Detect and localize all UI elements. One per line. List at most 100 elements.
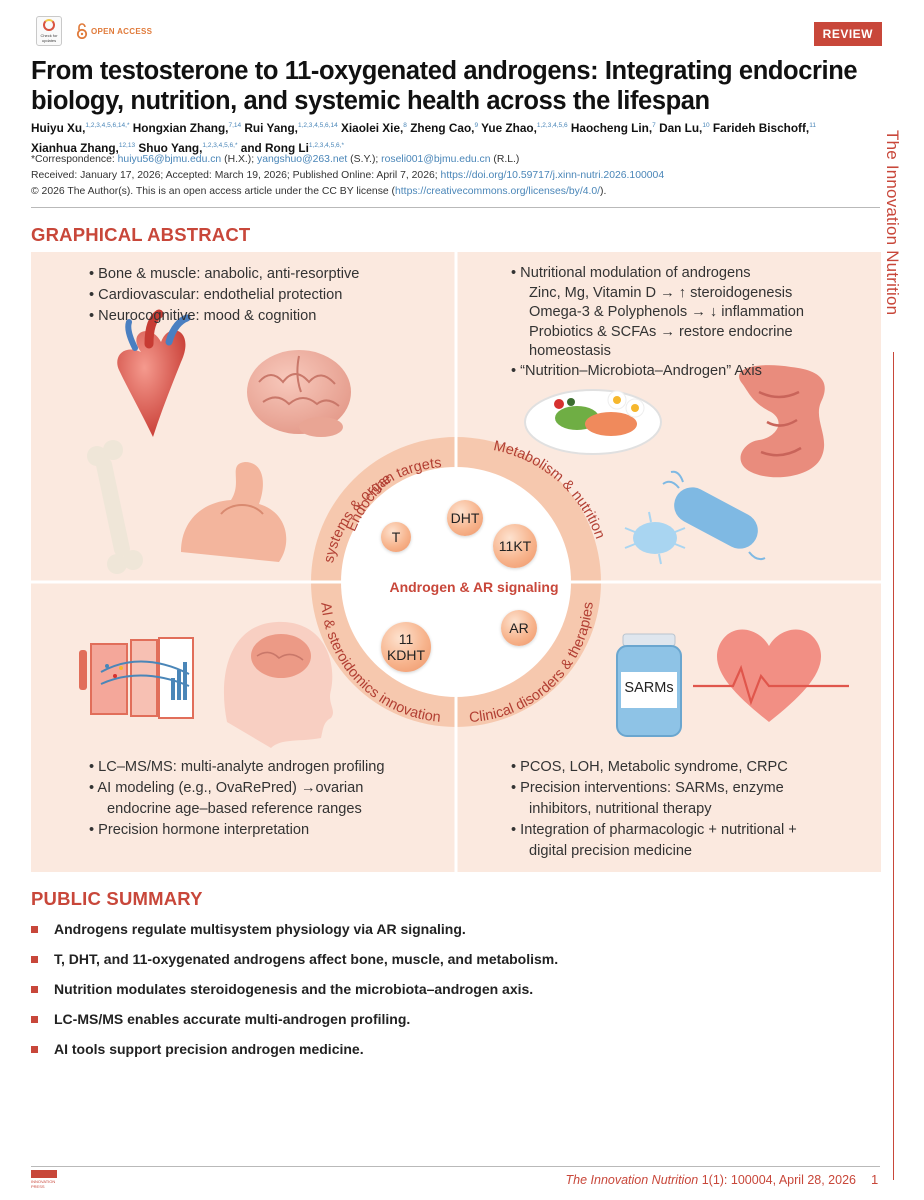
public-summary-heading: PUBLIC SUMMARY [31,888,203,909]
quadrant-ai-text: • LC–MS/MS: multi-analyte androgen profi… [89,757,385,841]
abstract-bullet: • Integration of pharmacologic + nutriti… [511,822,797,838]
summary-item: Nutrition modulates steroidogenesis and … [31,974,871,1004]
molecule-11kt: 11KT [493,524,537,568]
author-name: Zheng Cao, [410,121,475,135]
molecule-ar: AR [501,610,537,646]
abstract-bullet: homeostasis [529,343,611,359]
ai-head-icon [223,621,333,748]
author-affiliation[interactable]: 7 [652,122,656,129]
abstract-bullet: • Precision hormone interpretation [89,822,310,838]
author-affiliation[interactable]: 10 [702,122,710,129]
author-affiliation[interactable]: 1,2,3,4,5,6,* [202,142,238,149]
molecule-dht: DHT [447,500,483,536]
side-rule [893,352,894,1180]
author-name: Dan Lu, [659,121,703,135]
heart-icon [117,309,191,437]
author-affiliation[interactable]: 1,2,3,4,5,6,14,* [85,122,130,129]
abstract-bullet: • “Nutrition–Microbiota–Androgen” Axis [511,362,762,379]
abstract-bullet: inhibitors, nutritional therapy [529,801,712,817]
abstract-bullet: • AI modeling (e.g., OvaRePred) →ovarian [89,780,364,796]
author-affiliation[interactable]: 1,2,3,4,5,6,* [308,142,344,149]
check-for-updates-label: Check for updates [40,33,58,43]
endocrine-bullet: • Bone & muscle: anabolic, anti-resorpti… [89,266,360,282]
email-link-1[interactable]: huiyu56@bjmu.edu.cn [117,154,222,165]
abstract-bullet: • PCOS, LOH, Metabolic syndrome, CRPC [511,759,788,775]
bone-icon [87,440,143,574]
article-title: From testosterone to 11-oxygenated andro… [31,57,858,115]
author-name: Xiaolei Xie, [341,121,404,135]
email-link-2[interactable]: yangshuo@263.net [257,154,348,165]
author-name: Xianhua Zhang, [31,141,119,155]
article-meta: *Correspondence: huiyu56@bjmu.edu.cn (H.… [31,152,871,200]
license-link[interactable]: https://creativecommons.org/licenses/by/… [395,186,601,197]
author-name: Rui Yang, [244,121,298,135]
quadrant-clinical-text: • PCOS, LOH, Metabolic syndrome, CRPC • P… [511,757,797,862]
author-name: Hongxian Zhang, [132,121,229,135]
open-access-logo: OPEN ACCESS [76,23,152,39]
food-plate-icon [524,389,662,455]
summary-item: LC-MS/MS enables accurate multi-androgen… [31,1004,871,1034]
center-label: Androgen & AR signaling [389,579,559,595]
email-link-3[interactable]: roseli001@bjmu.edu.cn [381,154,491,165]
bacteria-icon [624,470,766,565]
abstract-bullet: digital precision medicine [529,843,693,859]
license-line: © 2026 The Author(s). This is an open ac… [31,186,607,197]
bullet-square-icon [31,925,38,933]
abstract-bullet: endocrine age–based reference ranges [107,801,362,817]
header-logos: Check for updates OPEN ACCESS [36,16,152,46]
bullet-square-icon [31,1015,38,1023]
molecule-11kdht: 11 KDHT [381,622,431,672]
sarms-label: SARMs [624,680,674,696]
dates-line: Received: January 17, 2026; Accepted: Ma… [31,170,665,181]
author-name: Shuo Yang, [138,141,203,155]
author-affiliation[interactable]: 1,2,3,4,5,6 [536,122,568,129]
endocrine-bullet: • Cardiovascular: endothelial protection [89,287,343,303]
author-name: Farideh Bischoff, [712,121,810,135]
summary-item: Androgens regulate multisystem physiolog… [31,914,871,944]
summary-item: T, DHT, and 11-oxygenated androgens affe… [31,944,871,974]
author-affiliation[interactable]: 8 [403,122,407,129]
intestine-icon [739,365,825,478]
abstract-bullet: • LC–MS/MS: multi-analyte androgen profi… [89,759,385,775]
open-lock-icon [76,23,88,39]
abstract-bullet: Omega-3 & Polyphenols → ↓ inflammation [529,304,804,320]
public-summary-list: Androgens regulate multisystem physiolog… [31,914,871,1064]
check-for-updates-icon[interactable]: Check for updates [36,16,62,46]
graphical-abstract-heading: GRAPHICAL ABSTRACT [31,224,251,245]
flexed-arm-icon [181,462,287,562]
author-affiliation[interactable]: 12,13 [118,142,136,149]
abstract-bullet: Zinc, Mg, Vitamin D → ↑ steroidogenesis [529,284,793,301]
molecule-t: T [381,522,411,552]
publisher-logo: INNOVATION PRESS [31,1170,57,1190]
bullet-square-icon [31,955,38,963]
author-name: Huiyu Xu, [31,121,86,135]
abstract-bullet: • Nutritional modulation of androgens [511,265,751,281]
author-name: Yue Zhao, [481,121,537,135]
abstract-bullet: Probiotics & SCFAs → restore endocrine [529,323,793,340]
quadrant-endocrine-text: • Bone & muscle: anabolic, anti-resorpti… [89,264,359,327]
author-affiliation[interactable]: 11 [809,122,816,129]
open-access-label: OPEN ACCESS [91,26,153,36]
author-affiliation[interactable]: 7,14 [228,122,242,129]
footer-divider [31,1166,880,1167]
summary-item: AI tools support precision androgen medi… [31,1034,871,1064]
author-name: Haocheng Lin, [570,121,653,135]
author-affiliation[interactable]: 9 [474,122,479,129]
header-divider [31,207,880,208]
footer-citation: The Innovation Nutrition 1(1): 100004, A… [565,1173,856,1187]
bullet-square-icon [31,985,38,993]
author-name: and Rong Li [240,141,309,155]
correspondence-line: *Correspondence: huiyu56@bjmu.edu.cn (H.… [31,154,520,165]
page-number: 1 [871,1172,879,1187]
graphical-abstract-panel: Endocrine systems & organ targets Metabo… [31,252,881,872]
lcms-instrument-icon [79,637,194,719]
abstract-bullet: • Precision interventions: SARMs, enzyme [511,780,784,796]
bullet-square-icon [31,1045,38,1053]
endocrine-bullet: • Neurocognitive: mood & cognition [89,308,317,324]
heart-ecg-icon [693,629,849,722]
doi-link[interactable]: https://doi.org/10.59717/j.xinn-nutri.20… [440,170,665,181]
author-affiliation[interactable]: 1,2,3,4,5,6,14 [297,122,338,129]
brain-icon [247,350,351,437]
review-badge: REVIEW [813,22,882,46]
